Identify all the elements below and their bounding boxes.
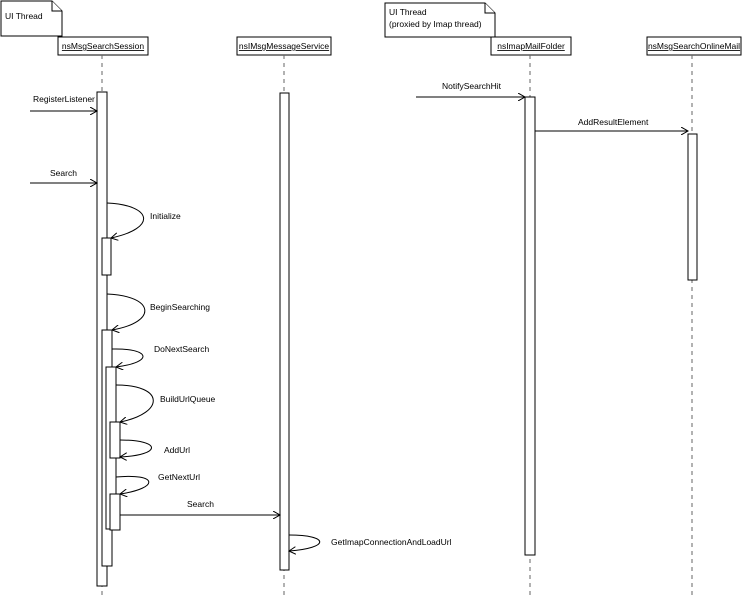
activation-initialize bbox=[101, 237, 112, 276]
object-label-service: nsIMsgMessageService bbox=[239, 41, 330, 51]
message-label-addresultelement: AddResultElement bbox=[578, 117, 649, 127]
activation-getnexturl bbox=[109, 493, 121, 531]
object-nsimsgmessageservice: nsIMsgMessageService bbox=[236, 36, 332, 56]
message-search-2: Search bbox=[120, 499, 280, 515]
message-label-registerlistener: RegisterListener bbox=[33, 94, 95, 104]
message-initialize: Initialize bbox=[106, 202, 181, 238]
message-addresultelement: AddResultElement bbox=[535, 117, 688, 131]
message-label-getimapconnection: GetImapConnectionAndLoadUrl bbox=[331, 537, 452, 547]
message-label-search-2: Search bbox=[187, 499, 214, 509]
message-beginsearching: BeginSearching bbox=[106, 293, 210, 330]
object-nsmsgsearchsession: nsMsgSearchSession bbox=[57, 36, 149, 56]
message-label-buildurlqueue: BuildUrlQueue bbox=[160, 394, 216, 404]
note-proxied-line1: UI Thread bbox=[389, 7, 427, 17]
object-nsimapmailfolder: nsImapMailFolder bbox=[490, 36, 572, 56]
message-notifysearchhit: NotifySearchHit bbox=[416, 81, 525, 97]
note-ui-thread-proxied: UI Thread (proxied by Imap thread) bbox=[384, 2, 496, 38]
message-donextsearch: DoNextSearch bbox=[111, 344, 210, 367]
activation-folder bbox=[524, 96, 536, 556]
note-proxied-line2: (proxied by Imap thread) bbox=[389, 19, 482, 29]
message-addurl: AddUrl bbox=[120, 439, 190, 457]
message-search-1: Search bbox=[30, 168, 97, 183]
object-label-session: nsMsgSearchSession bbox=[62, 41, 144, 51]
message-registerlistener: RegisterListener bbox=[30, 94, 97, 111]
message-label-beginsearching: BeginSearching bbox=[150, 302, 210, 312]
message-getimapconnectionandloadurl: GetImapConnectionAndLoadUrl bbox=[289, 534, 452, 551]
message-getnexturl: GetNextUrl bbox=[115, 472, 200, 494]
activation-online bbox=[687, 133, 698, 281]
note-ui-thread: UI Thread bbox=[0, 0, 63, 37]
object-label-online: nsMsgSearchOnlineMail bbox=[648, 41, 740, 51]
message-label-addurl: AddUrl bbox=[164, 445, 190, 455]
message-label-initialize: Initialize bbox=[150, 211, 181, 221]
message-label-search-1: Search bbox=[50, 168, 77, 178]
message-label-getnexturl: GetNextUrl bbox=[158, 472, 200, 482]
message-label-notifysearchhit: NotifySearchHit bbox=[442, 81, 502, 91]
object-label-folder: nsImapMailFolder bbox=[497, 41, 565, 51]
message-buildurlqueue: BuildUrlQueue bbox=[115, 384, 216, 422]
note-ui-thread-text: UI Thread bbox=[5, 11, 43, 21]
activation-service bbox=[279, 92, 290, 571]
activation-addurl bbox=[109, 421, 121, 459]
object-nsmsgsearchonlinemail: nsMsgSearchOnlineMail bbox=[646, 36, 742, 56]
message-label-donextsearch: DoNextSearch bbox=[154, 344, 210, 354]
